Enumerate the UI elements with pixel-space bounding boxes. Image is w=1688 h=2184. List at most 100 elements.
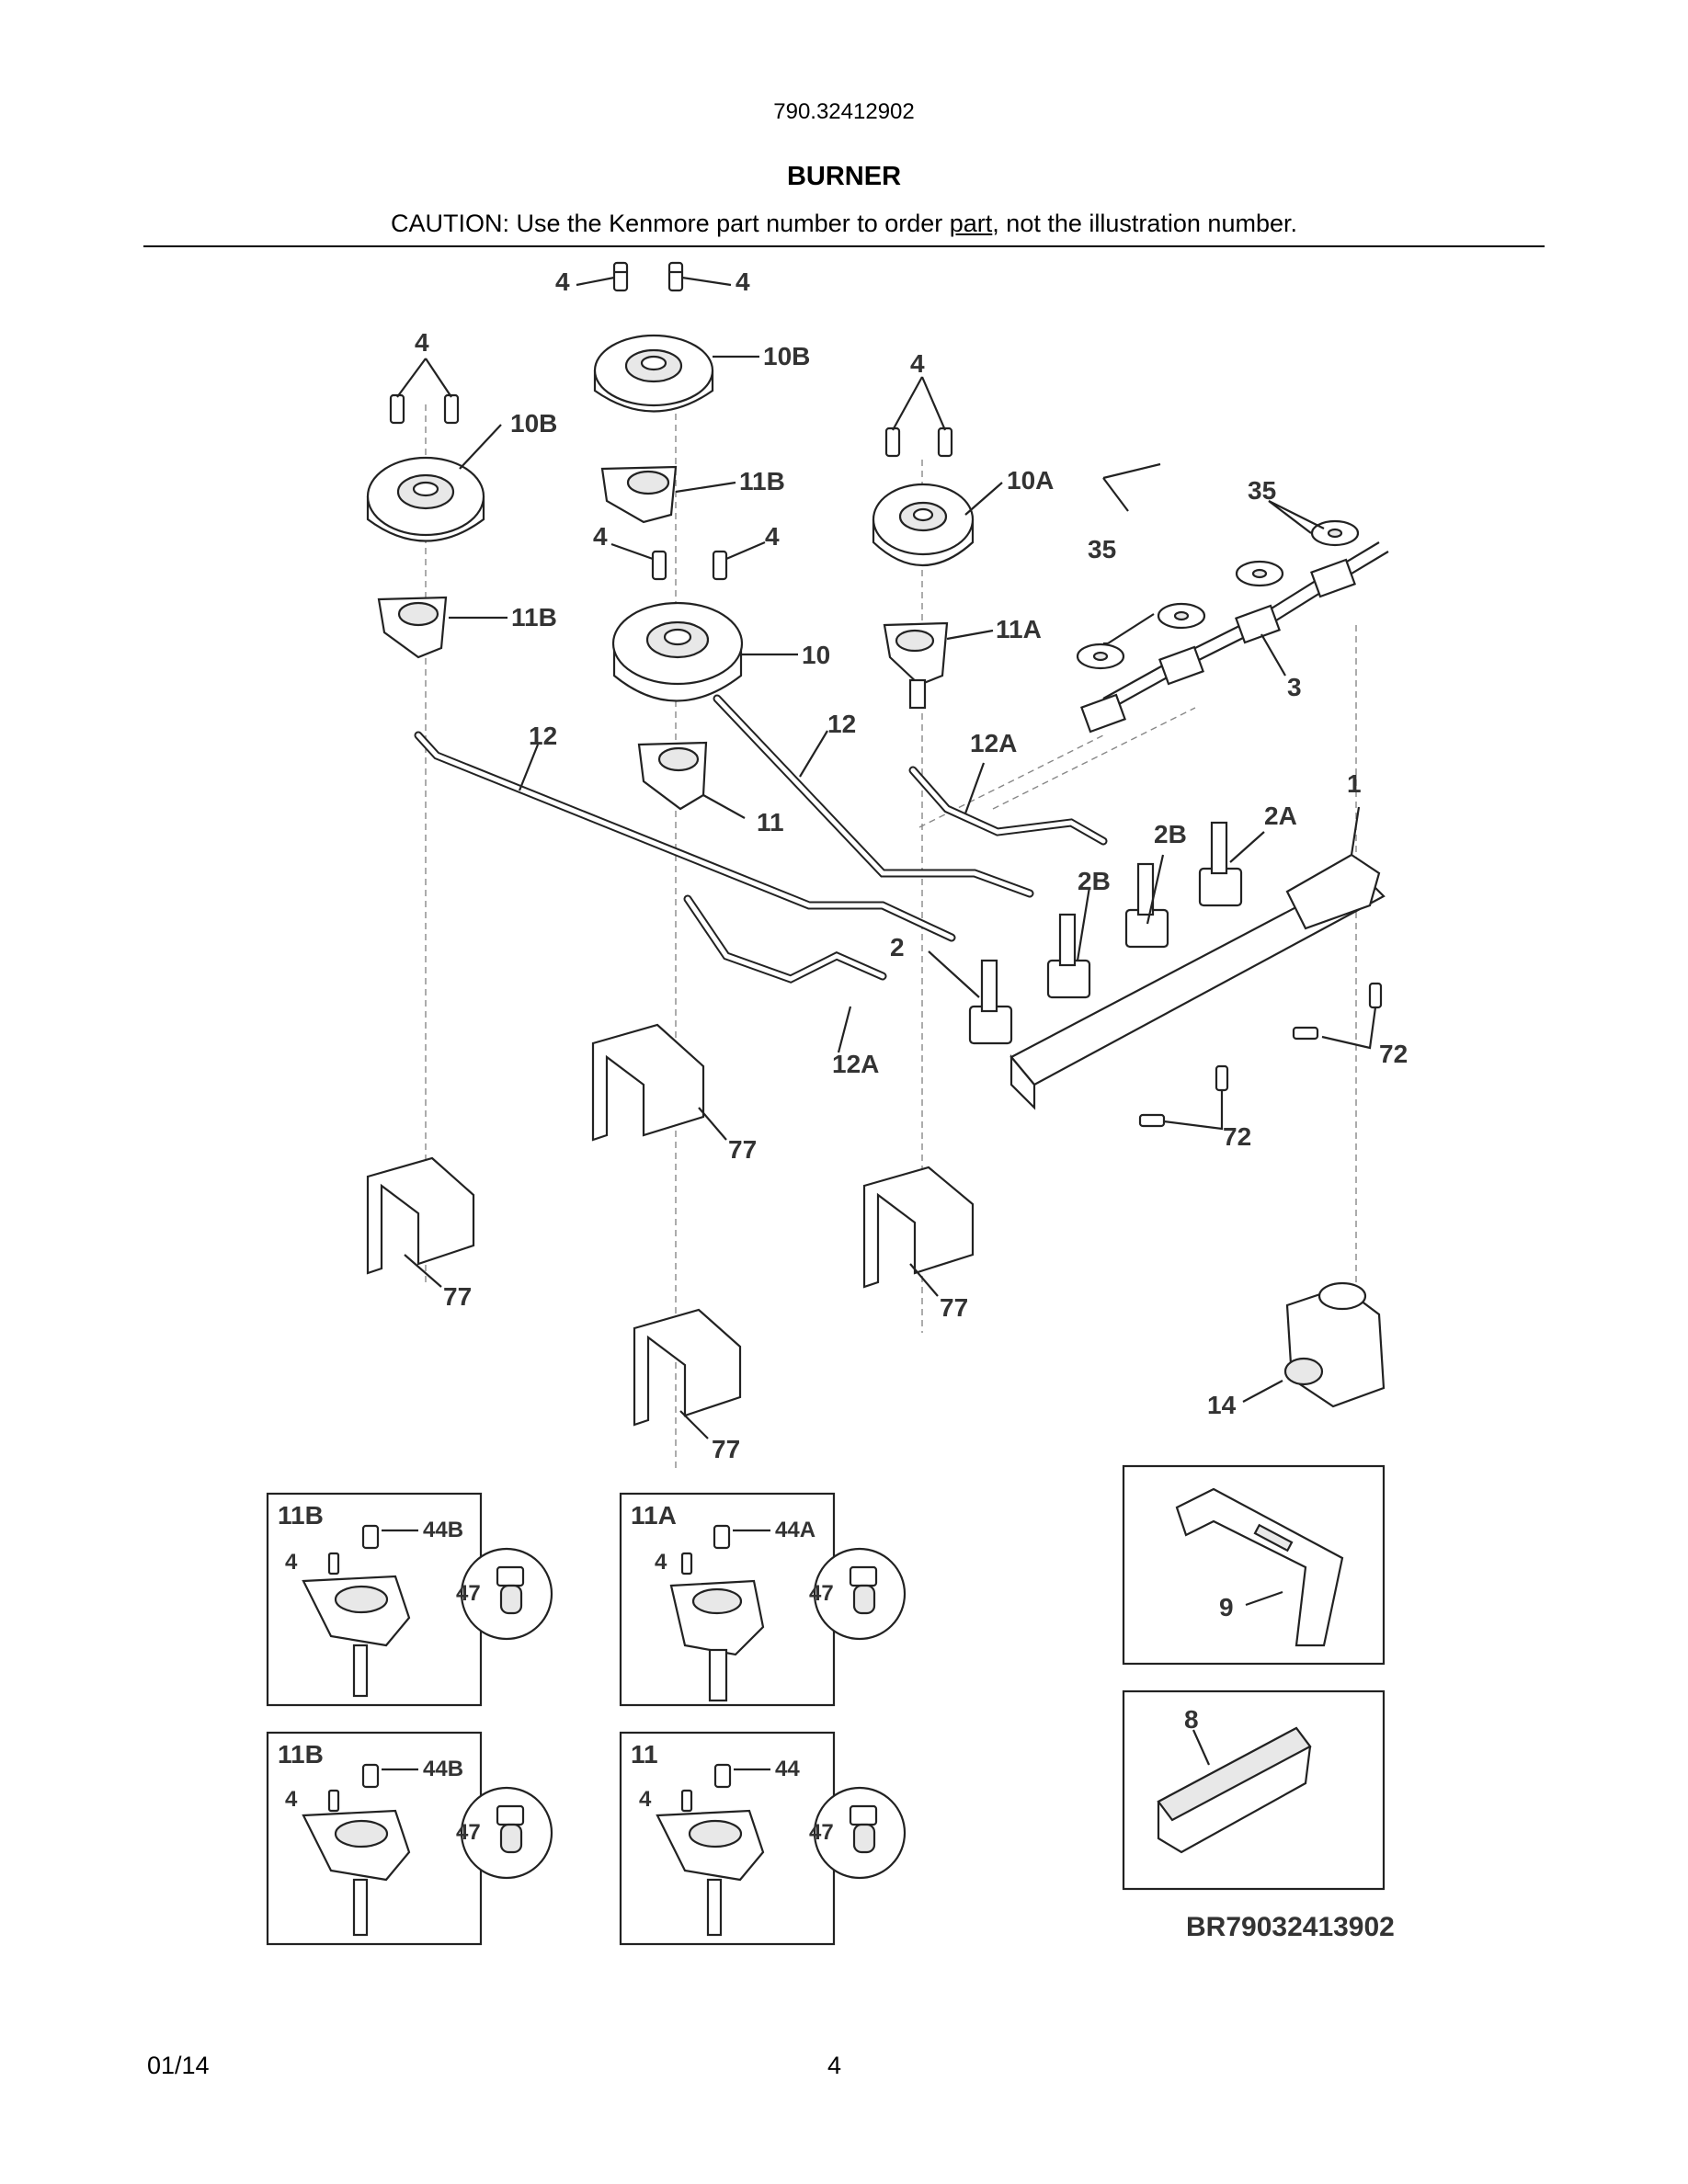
- callout-9: 9: [1219, 1593, 1234, 1621]
- inset-callout-44: 44: [775, 1757, 800, 1781]
- inset-callout-44a: 44A: [775, 1518, 815, 1542]
- inset-11: [619, 1731, 907, 1946]
- valve-2b-upper: [1124, 862, 1169, 949]
- burner-base-11a: [883, 621, 949, 710]
- callout-12: 12: [529, 722, 557, 750]
- tube-12a-left: [683, 894, 887, 984]
- inset-callout-44b: 44B: [423, 1518, 463, 1542]
- screw-icon: [712, 550, 728, 581]
- callout-4: 4: [765, 522, 780, 551]
- inset-label-11a: 11A: [631, 1501, 677, 1530]
- callout-4: 4: [910, 349, 925, 378]
- callout-12a: 12A: [832, 1050, 879, 1078]
- bracket-77-left: [366, 1156, 475, 1275]
- callout-3: 3: [1287, 673, 1302, 701]
- drawing-code: BR79032413902: [1186, 1912, 1395, 1942]
- callout-11: 11: [757, 808, 784, 836]
- bracket-77-right: [862, 1166, 975, 1289]
- tube-12a-right: [908, 766, 1108, 846]
- inset-callout-4: 4: [639, 1787, 652, 1812]
- pressure-regulator: [1283, 1281, 1386, 1408]
- callout-35: 35: [1248, 476, 1276, 505]
- callout-77: 77: [940, 1293, 968, 1322]
- screw-icon: [443, 393, 460, 425]
- screw-icon: [651, 550, 667, 581]
- manifold-pipe: [1009, 853, 1386, 1110]
- screw-icon: [389, 393, 405, 425]
- page-title: BURNER: [786, 162, 902, 191]
- burner-10b-top: [593, 334, 714, 413]
- screw-icon: [612, 261, 629, 292]
- screw-group: [389, 261, 953, 581]
- callout-leaders: [404, 355, 1361, 1766]
- callout-72: 72: [1223, 1122, 1251, 1151]
- callout-4: 4: [593, 522, 608, 551]
- valve-2a: [1198, 821, 1243, 907]
- tube-12-center: [713, 694, 1034, 898]
- callout-2a: 2A: [1264, 802, 1297, 830]
- header-rule: [143, 245, 1545, 247]
- model-number: 790.32412902: [773, 99, 915, 124]
- callout-11b: 11B: [511, 603, 557, 631]
- burner-10a: [872, 483, 975, 567]
- bracket-9: [1175, 1487, 1344, 1647]
- callout-4: 4: [415, 328, 429, 357]
- callout-10a: 10A: [1007, 466, 1054, 495]
- tube-12-left: [414, 731, 956, 942]
- callout-8: 8: [1184, 1705, 1199, 1734]
- callout-4: 4: [555, 267, 570, 296]
- caution-text-end: , not the illustration number.: [992, 210, 1297, 237]
- callout-35: 35: [1088, 535, 1116, 563]
- valve-2b-lower: [1046, 913, 1091, 999]
- burner-base-11b-left: [377, 596, 448, 659]
- caution-note: CAUTION: Use the Kenmore part number to …: [0, 210, 1688, 238]
- inset-callout-47: 47: [456, 1820, 481, 1845]
- callout-11a: 11A: [996, 615, 1042, 643]
- burner-base-11: [637, 741, 708, 811]
- caution-text-start: CAUTION: Use the Kenmore part number to …: [391, 210, 950, 237]
- inset-callout-4: 4: [285, 1787, 298, 1812]
- callout-labels: 4 4 4 4 4 4 10B 10B 10A 10 11B 11B 11A 1…: [278, 267, 1408, 1845]
- burner-10b-left: [366, 456, 485, 542]
- bracket-77-center: [591, 1023, 705, 1142]
- inset-callout-4: 4: [655, 1550, 667, 1575]
- screw-icon: [667, 261, 684, 292]
- inset-label-11b: 11B: [278, 1740, 324, 1769]
- bracket-77-bottom: [633, 1308, 742, 1427]
- callout-77: 77: [443, 1282, 472, 1311]
- callout-4: 4: [736, 267, 750, 296]
- inset-callout-44b: 44B: [423, 1757, 463, 1781]
- callout-10b: 10B: [763, 342, 810, 370]
- callout-12: 12: [827, 710, 856, 738]
- inset-label-11: 11: [631, 1740, 658, 1769]
- screw-icon: [884, 427, 901, 458]
- burner-10: [611, 601, 744, 702]
- grommet-icons: [1076, 519, 1360, 670]
- inset-11b-top: [266, 1492, 553, 1707]
- screw-72-group: [1138, 982, 1383, 1131]
- callout-77: 77: [728, 1135, 757, 1164]
- page-number: 4: [827, 2052, 842, 2079]
- callout-1: 1: [1347, 769, 1362, 798]
- inset-callout-47: 47: [809, 1581, 834, 1606]
- bracket-9-inset-frame: [1122, 1464, 1386, 1666]
- callout-77: 77: [712, 1435, 740, 1463]
- valve-2: [968, 959, 1013, 1045]
- callout-14: 14: [1207, 1391, 1237, 1419]
- caution-text-underlined: part: [949, 210, 993, 237]
- callout-2: 2: [890, 933, 905, 961]
- callout-10: 10: [802, 641, 830, 669]
- screw-icon: [937, 427, 953, 458]
- callout-2b: 2B: [1078, 867, 1111, 895]
- callout-12a: 12A: [970, 729, 1017, 757]
- callout-72: 72: [1379, 1040, 1408, 1068]
- inset-callout-4: 4: [285, 1550, 298, 1575]
- footer-date: 01/14: [147, 2052, 210, 2079]
- callout-2b: 2B: [1154, 820, 1187, 848]
- ignition-switch: [1157, 1726, 1312, 1854]
- inset-callout-47: 47: [456, 1581, 481, 1606]
- callout-10b: 10B: [510, 409, 557, 438]
- inset-label-11b: 11B: [278, 1501, 324, 1530]
- inset-callout-47: 47: [809, 1820, 834, 1845]
